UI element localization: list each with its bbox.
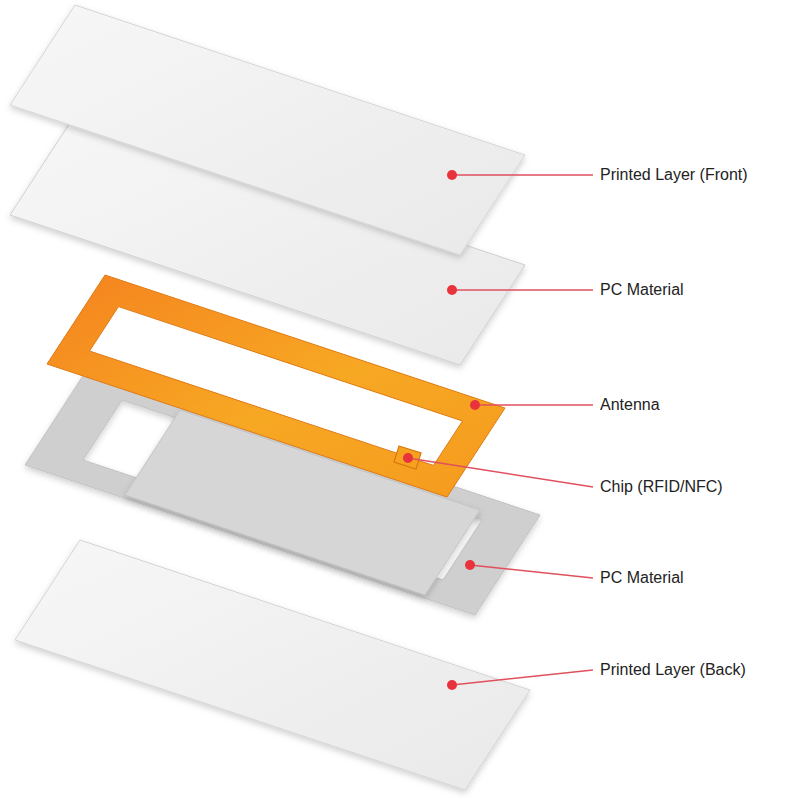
leader-dot xyxy=(465,560,475,570)
leader-line xyxy=(470,565,593,578)
leader-line xyxy=(408,458,593,487)
leader-dot xyxy=(447,285,457,295)
leader-line xyxy=(475,404,593,406)
callout-label: Printed Layer (Back) xyxy=(598,660,748,680)
callout-label: Printed Layer (Front) xyxy=(598,165,750,185)
leader-dot xyxy=(447,680,457,690)
callout-label: PC Material xyxy=(598,280,686,300)
callout-label: Antenna xyxy=(598,395,662,415)
front-layer xyxy=(10,5,525,255)
leader-dots xyxy=(403,170,480,690)
callout-label: Chip (RFID/NFC) xyxy=(598,477,725,497)
leader-line xyxy=(452,289,593,291)
leader-dot xyxy=(470,400,480,410)
leader-line xyxy=(452,174,593,176)
leader-line xyxy=(452,670,593,685)
leader-dot xyxy=(403,453,413,463)
chip xyxy=(394,446,421,469)
callout-label: PC Material xyxy=(598,568,686,588)
leader-lines xyxy=(408,175,593,685)
leader-dot xyxy=(447,170,457,180)
